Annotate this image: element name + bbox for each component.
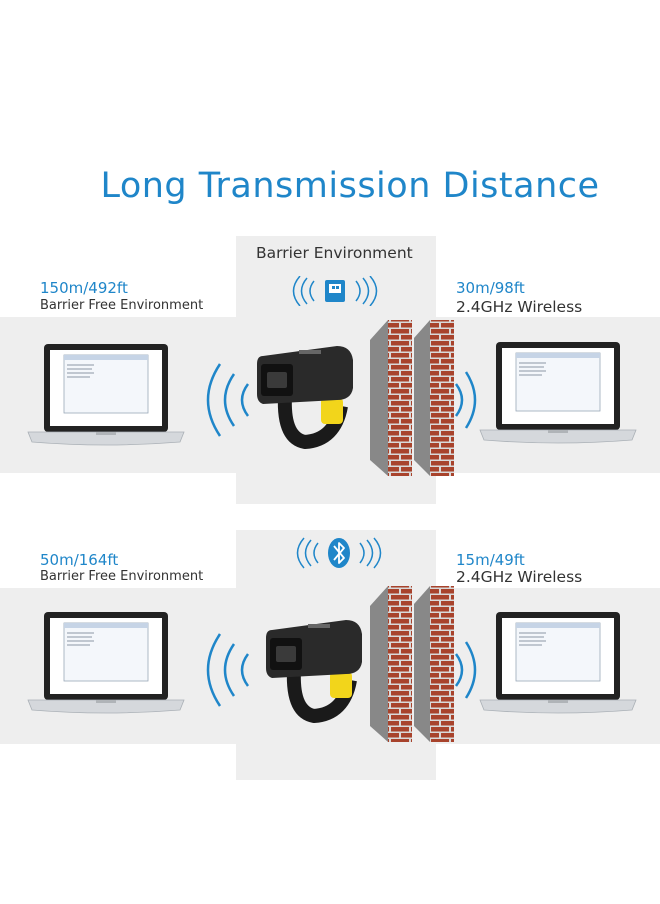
bluetooth-icon [296, 537, 382, 569]
signal-waves-icon [206, 633, 250, 707]
brick-wall-image [370, 320, 454, 476]
top-center-label: Barrier Environment [256, 244, 413, 262]
bottom-left-distance: 50m/164ft [40, 551, 119, 569]
laptop-icon [27, 612, 185, 714]
page-title: Long Transmission Distance [100, 166, 600, 206]
laptop-icon [479, 342, 637, 444]
laptop-icon [27, 344, 185, 446]
signal-waves-icon [454, 641, 477, 699]
laptop-icon [479, 612, 637, 714]
top-left-distance: 150m/492ft [40, 279, 128, 297]
usb-dongle-icon [292, 276, 378, 306]
ring-scanner-image [257, 346, 353, 450]
bottom-left-environment: Barrier Free Environment [40, 569, 204, 584]
brick-wall-image [370, 586, 454, 742]
top-left-environment: Barrier Free Environment [40, 298, 204, 313]
top-right-environment: 2.4GHz Wireless [456, 298, 583, 316]
signal-waves-icon [206, 363, 250, 437]
signal-waves-icon [454, 371, 477, 429]
top-right-distance: 30m/98ft [456, 279, 525, 297]
bottom-right-distance: 15m/49ft [456, 551, 525, 569]
ring-scanner-image [266, 620, 362, 724]
bottom-right-environment: 2.4GHz Wireless [456, 568, 583, 586]
